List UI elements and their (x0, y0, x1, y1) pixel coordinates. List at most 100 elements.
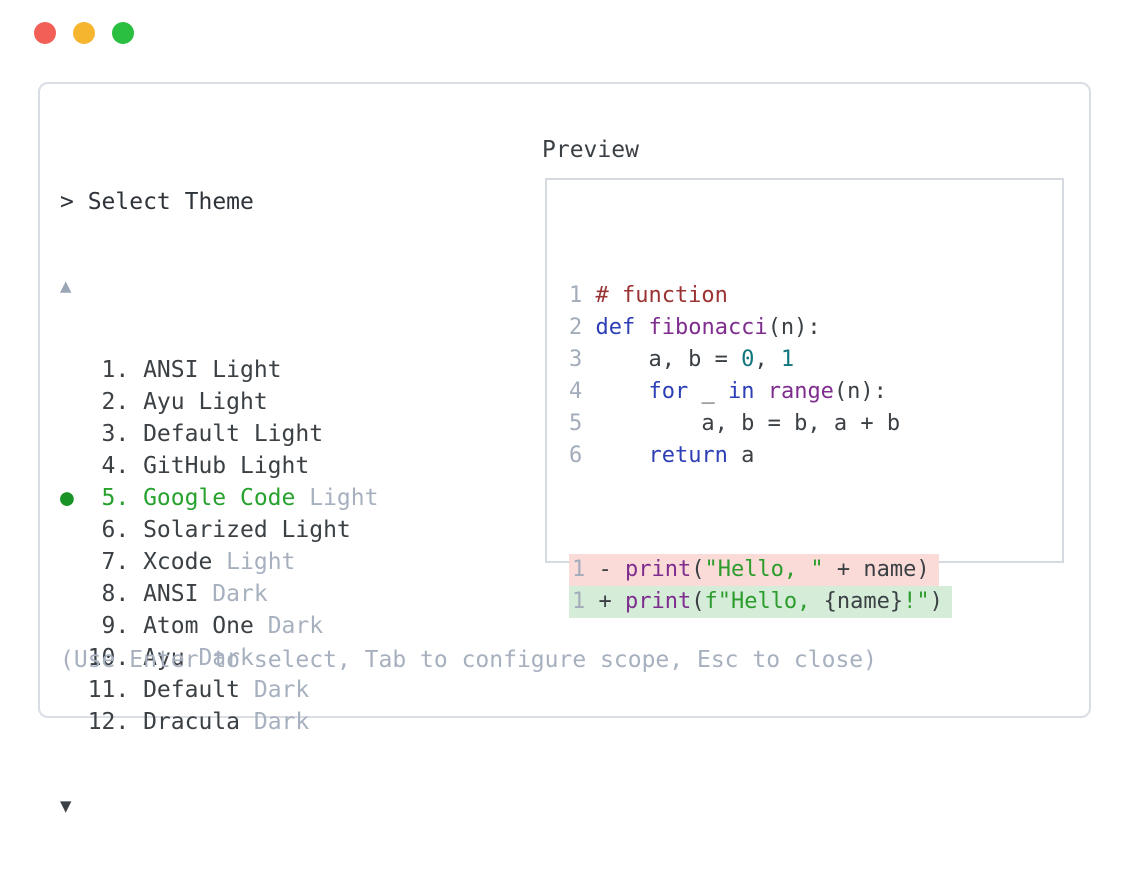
theme-list-item[interactable]: 1.ANSI Light (60, 354, 378, 386)
token-keyword: return (648, 443, 728, 468)
window-controls (34, 22, 134, 44)
line-number: 6 (569, 443, 583, 468)
selected-bullet-icon: ● (60, 485, 74, 511)
token-func: range (767, 379, 834, 404)
code-line: 3 a, b = 0, 1 (569, 344, 952, 376)
token-string: "Hello, (717, 589, 824, 614)
theme-variant: Dark (240, 677, 310, 703)
theme-name: Atom One (143, 613, 254, 639)
theme-name: Ayu Light (143, 389, 268, 415)
theme-number: 9. (101, 613, 130, 639)
token-plain (595, 379, 648, 404)
theme-variant: Dark (240, 709, 310, 735)
line-number: 1 (569, 283, 583, 308)
token-plain: + (598, 589, 625, 614)
theme-number: 7. (101, 549, 130, 575)
token-plain: a, b = (595, 347, 742, 372)
preview-label: Preview (542, 137, 639, 163)
theme-variant: Dark (184, 645, 254, 671)
token-number: 1 (780, 347, 795, 372)
theme-list-item[interactable]: 6. Solarized Light (60, 514, 378, 546)
token-plain: a (727, 443, 755, 468)
code-line: 5 a, b = b, a + b (569, 408, 952, 440)
token-plain: , (754, 347, 781, 372)
theme-list-item[interactable]: 2. Ayu Light (60, 386, 378, 418)
token-string: f (704, 589, 718, 614)
scroll-up-icon[interactable]: ▲ (60, 275, 72, 297)
token-plain: (n): (833, 379, 887, 404)
theme-list-item[interactable]: 11. Default Dark (60, 674, 378, 706)
theme-variant: Dark (198, 581, 268, 607)
token-comment: # function (595, 283, 728, 308)
theme-name: Solarized Light (143, 517, 351, 543)
diff-sample: 1- print("Hello, " + name)1+ print(f"Hel… (569, 554, 952, 618)
zoom-button[interactable] (112, 22, 134, 44)
theme-variant: Light (295, 485, 379, 511)
token-func: print (624, 557, 692, 582)
theme-name: GitHub Light (143, 453, 310, 479)
token-plain: ) (929, 589, 943, 614)
theme-name: Default (143, 677, 240, 703)
token-plain: ( (691, 589, 705, 614)
line-number: 1 (572, 557, 586, 582)
token-number: 0 (741, 347, 755, 372)
code-line: 4 for _ in range(n): (569, 376, 952, 408)
theme-number: 2. (101, 389, 130, 415)
token-string: "Hello, " (704, 557, 824, 582)
theme-list-item[interactable]: 4.GitHub Light (60, 450, 378, 482)
theme-list-item[interactable]: 8.ANSI Dark (60, 578, 378, 610)
scroll-down-icon[interactable]: ▼ (60, 795, 72, 817)
token-plain: {name} (823, 589, 904, 614)
theme-number: 10. (87, 645, 130, 671)
theme-list-item[interactable]: ● 5. Google Code Light (60, 482, 378, 514)
token-plain (754, 379, 767, 404)
close-button[interactable] (34, 22, 56, 44)
theme-name: Default Light (143, 421, 324, 447)
theme-name: Dracula (143, 709, 240, 735)
theme-list-item[interactable]: 7.Xcode Light (60, 546, 378, 578)
token-plain: a, b = b, a + b (595, 411, 901, 436)
theme-name: Google Code (143, 485, 296, 511)
line-number: 1 (572, 589, 586, 614)
line-number: 5 (569, 411, 583, 436)
token-keyword: for (648, 379, 689, 404)
footer-hint: (Use Enter to select, Tab to configure s… (60, 647, 877, 673)
theme-number: 1. (101, 357, 130, 383)
token-plain: ( (691, 557, 705, 582)
token-plain (595, 443, 648, 468)
theme-variant: Dark (253, 613, 324, 639)
theme-list-item[interactable]: 10. Ayu Dark (60, 642, 378, 674)
token-func: fibonacci (648, 315, 768, 340)
theme-list-item[interactable]: 9. Atom One Dark (60, 610, 378, 642)
line-number: 3 (569, 347, 583, 372)
theme-number: 11. (87, 677, 130, 703)
theme-name: Xcode (143, 549, 213, 575)
line-number: 4 (569, 379, 583, 404)
token-plain: + name) (823, 557, 930, 582)
token-keyword: in (727, 379, 755, 404)
minimize-button[interactable] (73, 22, 95, 44)
code-line: 6 return a (569, 440, 952, 472)
theme-number: 5. (101, 485, 130, 511)
code-line: 1 # function (569, 280, 952, 312)
token-plain: - (598, 557, 625, 582)
theme-list-item[interactable]: 12.Dracula Dark (60, 706, 378, 738)
theme-number: 3. (101, 421, 130, 447)
token-string: !" (903, 589, 930, 614)
token-plain: _ (688, 379, 728, 404)
line-number: 2 (569, 315, 583, 340)
diff-line-added: 1 + print(f"Hello, {name}!") (569, 586, 952, 618)
token-plain (635, 315, 648, 340)
theme-list-item[interactable]: 3. Default Light (60, 418, 378, 450)
token-func: print (624, 589, 692, 614)
theme-number: 6. (101, 517, 130, 543)
theme-name: Ayu (143, 645, 185, 671)
select-theme-prompt: > Select Theme (60, 189, 254, 215)
theme-name: ANSI (143, 581, 199, 607)
